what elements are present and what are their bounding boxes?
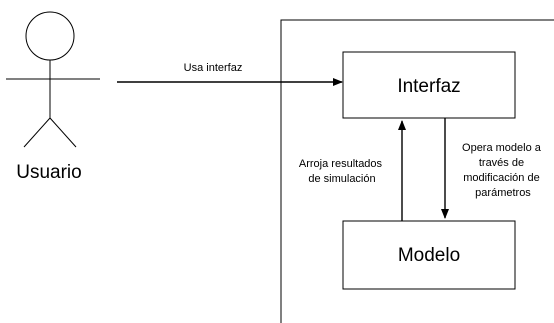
returns-results-line-1: Arroja resultados bbox=[299, 158, 383, 170]
model-box bbox=[342, 220, 516, 290]
actor-figure bbox=[6, 11, 100, 148]
operates-model-line-2: través de bbox=[479, 157, 524, 169]
actor-head bbox=[25, 11, 75, 61]
model-label: Modelo bbox=[398, 245, 460, 266]
interface-label: Interfaz bbox=[397, 76, 460, 97]
operates-model-line-3: modificación de bbox=[463, 172, 539, 184]
actor-left-leg bbox=[23, 117, 51, 148]
operates-model-line-4: parámetros bbox=[475, 187, 531, 199]
actor-label: Usuario bbox=[16, 162, 81, 183]
actor-right-leg bbox=[49, 117, 77, 148]
operates-model-label: Opera modelo a través de modificación de… bbox=[462, 142, 544, 199]
system-boundary bbox=[280, 19, 554, 323]
operates-model-line-1: Opera modelo a bbox=[462, 142, 542, 154]
returns-results-line-2: de simulación bbox=[308, 173, 375, 185]
returns-results-label: Arroja resultados de simulación bbox=[299, 158, 385, 185]
uses-interface-label: Usa interfaz bbox=[184, 62, 243, 74]
interface-box bbox=[342, 51, 516, 119]
